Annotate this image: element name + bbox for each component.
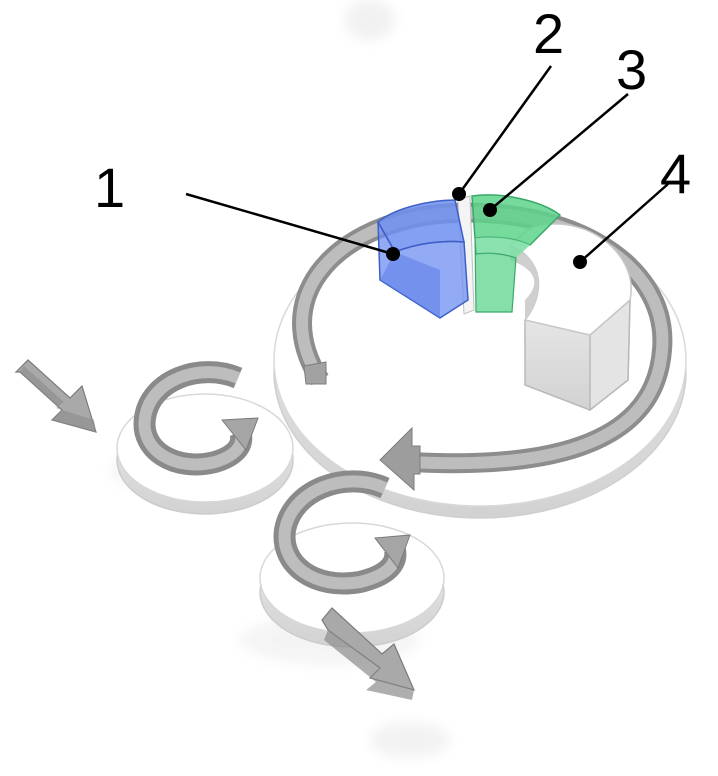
leader-dot-4 xyxy=(573,255,587,269)
flow-out-arrow-icon xyxy=(321,607,416,700)
leader-line-2 xyxy=(457,65,553,195)
leader-line-4 xyxy=(579,183,669,263)
rotation-arrow-icon xyxy=(273,470,411,595)
leader-line-3 xyxy=(489,93,629,211)
leader-dots xyxy=(386,187,587,269)
leader-dot-3 xyxy=(483,203,497,217)
segment-blue xyxy=(377,199,469,319)
rotation-arrow-icon xyxy=(133,361,259,476)
leader-dot-1 xyxy=(386,247,400,261)
leader-dot-2 xyxy=(452,187,466,201)
callout-label-4: 4 xyxy=(660,142,692,205)
segment-green xyxy=(471,194,562,313)
callout-label-3: 3 xyxy=(616,38,648,101)
leader-line-1 xyxy=(185,192,394,256)
callout-label-2: 2 xyxy=(533,2,565,65)
flow-in-arrow-icon xyxy=(14,359,97,433)
callout-label-1: 1 xyxy=(94,156,126,219)
segment-white xyxy=(508,223,632,412)
leader-lines xyxy=(185,65,669,263)
